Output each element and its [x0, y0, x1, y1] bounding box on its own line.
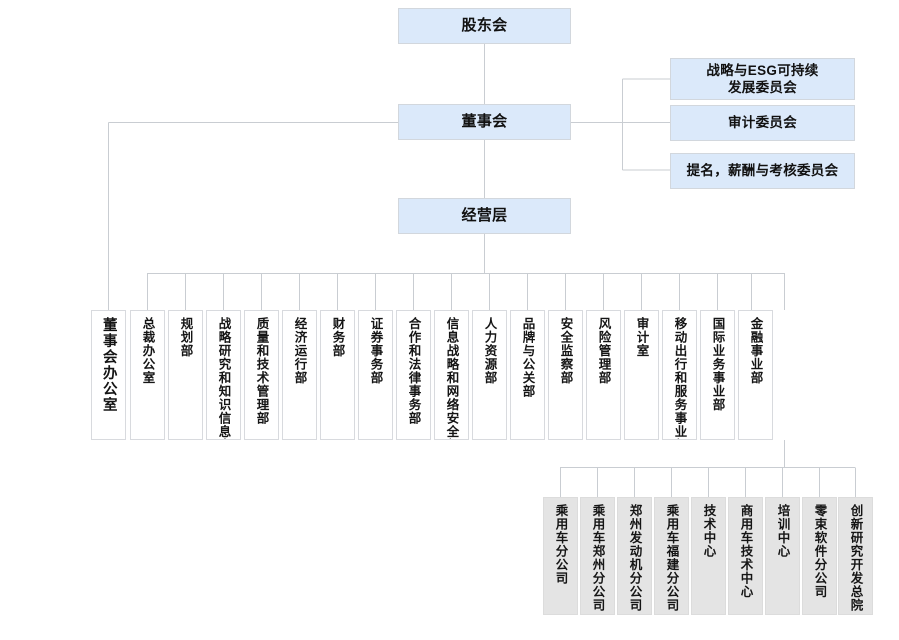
subsidiary-box[interactable]: 技术中心 [691, 497, 726, 615]
subsidiary-label: 技术中心 [701, 504, 716, 558]
department-box[interactable]: 国际业务事业部 [700, 310, 735, 440]
committee-strategy-esg-line1: 战略与ESG可持续 [706, 62, 819, 78]
department-label: 人力资源部 [482, 317, 497, 385]
department-box[interactable]: 人力资源部 [472, 310, 507, 440]
subsidiary-label: 零束软件分公司 [812, 504, 827, 599]
department-box[interactable]: 战略研究和知识信息中心 [206, 310, 241, 440]
department-label: 董事会办公室 [100, 317, 117, 413]
subsidiary-label: 乘用车福建分公司 [664, 504, 679, 612]
subsidiary-label: 创新研究开发总院 [848, 504, 863, 612]
node-shareholders[interactable]: 股东会 [398, 8, 571, 44]
node-committee-strategy-esg[interactable]: 战略与ESG可持续 发展委员会 [670, 58, 855, 100]
department-box[interactable]: 证券事务部 [358, 310, 393, 440]
department-label: 财务部 [330, 317, 345, 358]
department-label: 安全监察部 [558, 317, 573, 385]
department-label: 风险管理部 [596, 317, 611, 385]
department-label: 合作和法律事务部 [406, 317, 421, 425]
department-box[interactable]: 董事会办公室 [91, 310, 126, 440]
department-box[interactable]: 金融事业部 [738, 310, 773, 440]
department-label: 信息战略和网络安全部 [444, 317, 459, 440]
department-label: 品牌与公关部 [520, 317, 535, 398]
department-label: 审计室 [634, 317, 649, 358]
committee-audit-label: 审计委员会 [728, 115, 797, 131]
committee-strategy-esg-line2: 发展委员会 [728, 80, 797, 95]
department-label: 国际业务事业部 [710, 317, 725, 412]
subsidiary-box[interactable]: 零束软件分公司 [802, 497, 837, 615]
subsidiary-label: 郑州发动机分公司 [627, 504, 642, 612]
node-management[interactable]: 经营层 [398, 198, 571, 234]
node-shareholders-label: 股东会 [461, 17, 508, 35]
subsidiary-box[interactable]: 乘用车郑州分公司 [580, 497, 615, 615]
department-box[interactable]: 质量和技术管理部 [244, 310, 279, 440]
subsidiary-label: 培训中心 [775, 504, 790, 558]
node-board-label: 董事会 [461, 113, 508, 131]
department-box[interactable]: 合作和法律事务部 [396, 310, 431, 440]
department-label: 移动出行和服务事业部 [672, 317, 687, 440]
department-box[interactable]: 移动出行和服务事业部 [662, 310, 697, 440]
subsidiary-label: 商用车技术中心 [738, 504, 753, 599]
department-label: 金融事业部 [748, 317, 763, 385]
subsidiary-box[interactable]: 乘用车福建分公司 [654, 497, 689, 615]
department-label: 证券事务部 [368, 317, 383, 385]
department-label: 规划部 [178, 317, 193, 358]
committee-nomination-label: 提名，薪酬与考核委员会 [686, 163, 839, 179]
department-label: 战略研究和知识信息中心 [216, 317, 231, 440]
node-management-label: 经营层 [461, 207, 508, 225]
subsidiary-box[interactable]: 商用车技术中心 [728, 497, 763, 615]
subsidiary-label: 乘用车郑州分公司 [590, 504, 605, 612]
department-box[interactable]: 财务部 [320, 310, 355, 440]
subsidiary-label: 乘用车分公司 [553, 504, 568, 585]
department-label: 总裁办公室 [140, 317, 155, 385]
department-box[interactable]: 风险管理部 [586, 310, 621, 440]
subsidiary-box[interactable]: 郑州发动机分公司 [617, 497, 652, 615]
department-box[interactable]: 安全监察部 [548, 310, 583, 440]
node-board[interactable]: 董事会 [398, 104, 571, 140]
subsidiary-box[interactable]: 培训中心 [765, 497, 800, 615]
department-box[interactable]: 品牌与公关部 [510, 310, 545, 440]
node-committee-audit[interactable]: 审计委员会 [670, 105, 855, 141]
department-box[interactable]: 规划部 [168, 310, 203, 440]
department-label: 质量和技术管理部 [254, 317, 269, 425]
department-box[interactable]: 经济运行部 [282, 310, 317, 440]
subsidiary-box[interactable]: 创新研究开发总院 [838, 497, 873, 615]
department-box[interactable]: 总裁办公室 [130, 310, 165, 440]
subsidiary-box[interactable]: 乘用车分公司 [543, 497, 578, 615]
node-committee-nomination-compensation[interactable]: 提名，薪酬与考核委员会 [670, 153, 855, 189]
department-box[interactable]: 信息战略和网络安全部 [434, 310, 469, 440]
department-label: 经济运行部 [292, 317, 307, 385]
department-box[interactable]: 审计室 [624, 310, 659, 440]
